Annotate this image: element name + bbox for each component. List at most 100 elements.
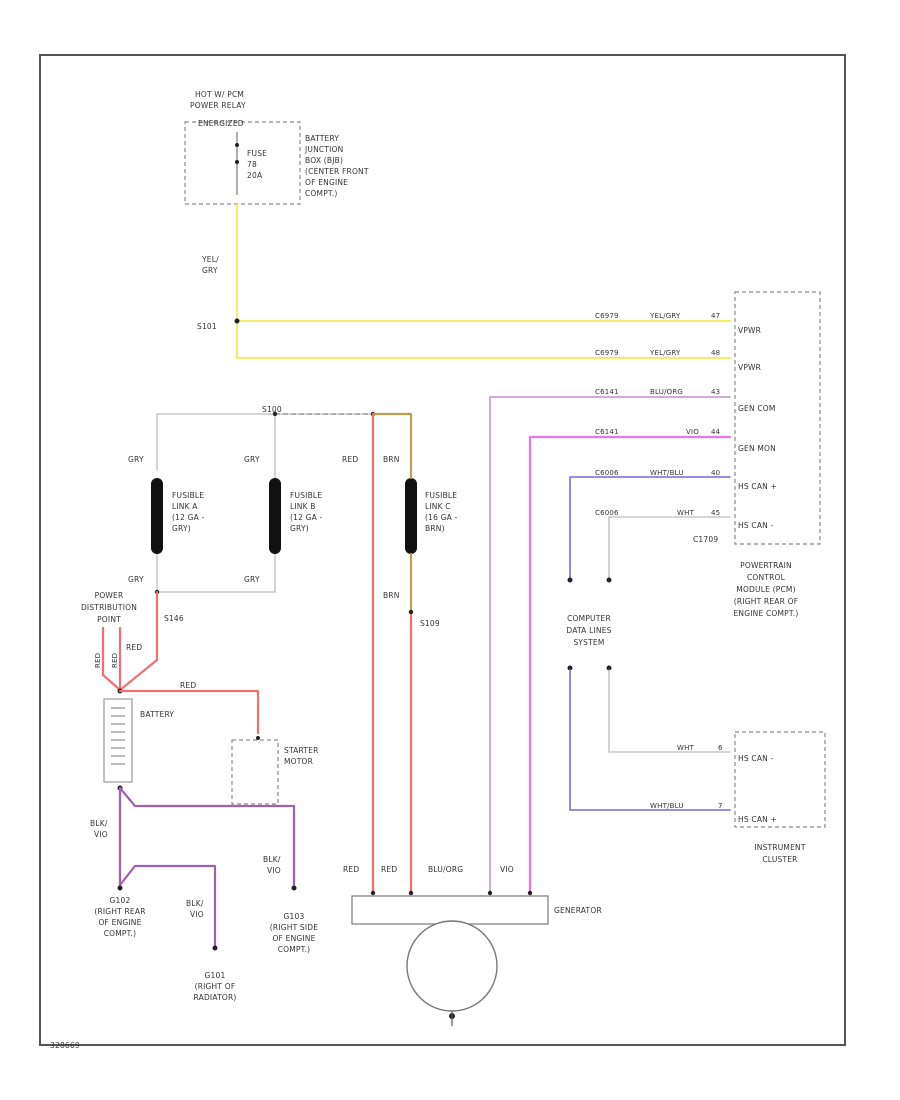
g102-line-4: COMPT.) [104,929,137,938]
ic-pin-7-label: 7 [718,802,723,810]
fusible-link-c-text: FUSIBLE LINK C (16 GA - BRN) [425,491,458,533]
gry-b-bottom-label: GRY [244,575,260,584]
top-bus-splice [272,411,278,417]
fla-line-1: FUSIBLE [172,491,204,500]
pcm-pins: VPWR VPWR GEN COM GEN MON HS CAN + HS CA… [738,326,777,530]
s109-label: S109 [420,619,440,628]
bjb-line-6: COMPT.) [305,189,338,198]
hs-can-plus-top-terminal [567,577,573,583]
energized-label: ENERGIZED [198,119,244,128]
battery-cells [111,707,125,765]
bjb-description: BATTERY JUNCTION BOX (BJB) (CENTER FRONT… [304,134,369,198]
wht-wire-label: WHT [677,509,695,517]
g102-text: G102 (RIGHT REAR OF ENGINE COMPT.) [94,896,145,938]
blu-org-wire [489,396,731,893]
fla-line-4: GRY) [172,524,191,533]
flb-line-2: LINK B [290,502,316,511]
generator-terminal-vio [527,890,533,896]
pin-40-label: 40 [711,469,720,477]
c6141-label-1: C6141 [595,388,619,396]
cdl-line-1: COMPUTER [567,614,611,623]
red-starter-wire [118,689,260,735]
bjb-line-1: BATTERY [305,134,339,143]
red-pdp-wire-2 [101,626,122,692]
c6141-label-2: C6141 [595,428,619,436]
pcm-gen-mon: GEN MON [738,444,776,453]
wht-blu-wire [569,476,731,579]
generator-terminal-blu-org [487,890,493,896]
gen-blu-org-label: BLU/ORG [428,865,463,874]
fusible-link-a-text: FUSIBLE LINK A (12 GA - GRY) [172,491,204,533]
fuse-amperage: 20A [247,171,263,180]
wht-blu-wire-label: WHT/BLU [650,469,684,477]
pin-45-label: 45 [711,509,720,517]
wht-blu-cluster-wire [569,669,731,811]
flc-line-3: (16 GA - [425,513,458,522]
blk-vio-1b: VIO [94,830,108,839]
pin-47-label: 47 [711,312,720,320]
gen-vio-label: VIO [500,865,514,874]
generator-terminal-red-2 [408,890,414,896]
flc-line-2: LINK C [425,502,451,511]
blk-vio-3b: VIO [190,910,204,919]
s101-label: S101 [197,322,217,331]
cdl-line-2: DATA LINES [566,626,611,635]
pdp-line-1: POWER [95,591,124,600]
power-relay-label: POWER RELAY [190,101,246,110]
pcm-hs-can-plus: HS CAN + [738,482,777,491]
ic-label-2: CLUSTER [762,855,797,864]
bjb-line-2: JUNCTION [304,145,343,154]
pcm-line-3: MODULE (PCM) [736,585,795,594]
cdl-line-3: SYSTEM [573,638,604,647]
starter-label-1: STARTER [284,746,319,755]
pcm-gen-com: GEN COM [738,404,776,413]
c6979-label-2: C6979 [595,349,619,357]
generator-terminal-red-1 [370,890,376,896]
g101-line-1: G101 [205,971,226,980]
c6979-label-1: C6979 [595,312,619,320]
ic-pin-6-label: 6 [718,744,723,752]
flb-line-4: GRY) [290,524,309,533]
diagram-footer-id: 328669 [50,1041,80,1050]
red-pdp-wire-1 [118,590,159,692]
pcm-line-5: ENGINE COMPT.) [733,609,798,618]
flc-line-4: BRN) [425,524,445,533]
yel-gry-wire-label-2: YEL/GRY [649,349,681,357]
gry-label: GRY [202,266,218,275]
bjb-line-4: (CENTER FRONT [305,167,369,176]
gry-top-bus [156,413,374,471]
starter-label-2: MOTOR [284,757,313,766]
generator-body [406,920,498,1012]
ic-wht-label: WHT [677,744,695,752]
bjb-line-5: OF ENGINE [305,178,348,187]
fusible-link-b-text: FUSIBLE LINK B (12 GA - GRY) [290,491,322,533]
ic-hs-can-minus: HS CAN - [738,754,774,763]
c6006-label-2: C6006 [595,509,619,517]
red-v2-label: RED [111,653,119,668]
blk-vio-2b: VIO [267,866,281,875]
pdp-line-2: DISTRIBUTION [81,603,137,612]
fusible-link-a [151,478,163,554]
pcm-line-4: (RIGHT REAR OF [734,597,798,606]
ic-hs-can-plus: HS CAN + [738,815,777,824]
blk-vio-2a: BLK/ [263,855,281,864]
pcm-line-2: CONTROL [747,573,786,582]
red-v1-label: RED [94,653,102,668]
fusible-link-b [269,478,281,554]
gry-b-top-label: GRY [244,455,260,464]
generator-label: GENERATOR [554,906,602,915]
s100-label: S100 [262,405,282,414]
g103-text: G103 (RIGHT SIDE OF ENGINE COMPT.) [270,912,318,954]
brn-c-label: BRN [383,455,400,464]
gry-link-b-lower [156,549,276,593]
brn-bottom-label: BRN [383,591,400,600]
wht-cluster-wire [608,669,731,753]
pin-43-label: 43 [711,388,720,396]
red-starter-label: RED [180,681,196,690]
yel-gry-wire [235,203,732,360]
blk-vio-ground-wire-g101 [118,864,217,948]
blk-vio-1a: BLK/ [90,819,108,828]
gen-red-label-2: RED [381,865,397,874]
pcm-line-1: POWERTRAIN [740,561,792,570]
yel-label: YEL/ [201,255,219,264]
